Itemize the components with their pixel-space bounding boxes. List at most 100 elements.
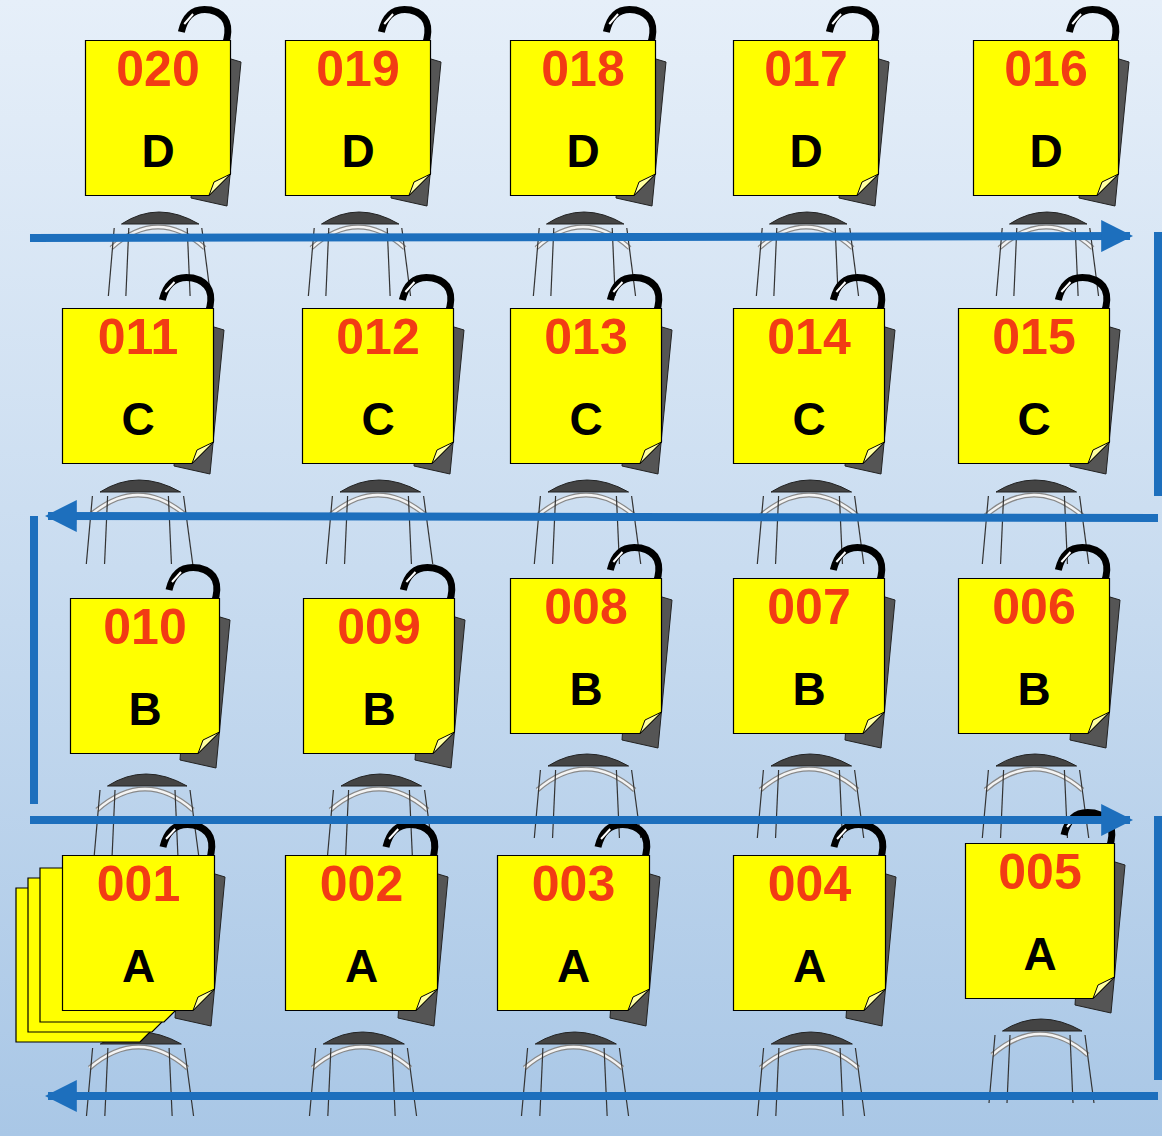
seat-number: 012 — [302, 312, 454, 362]
note-fold — [1088, 712, 1110, 734]
sticky-note: 001A — [62, 855, 215, 1011]
note-fold — [640, 712, 662, 734]
note-fold — [634, 174, 656, 196]
flow-arrow — [48, 516, 1158, 518]
seat-number: 017 — [733, 44, 879, 94]
note-fold — [1093, 977, 1115, 999]
note-body — [734, 856, 886, 1011]
sticky-note: 017D — [733, 40, 879, 196]
seat-number: 011 — [62, 312, 214, 362]
row-letter: B — [958, 666, 1110, 712]
sticky-note: 008B — [510, 578, 662, 734]
sticky-note: 014C — [733, 308, 885, 464]
seat-number: 018 — [510, 44, 656, 94]
row-letter: D — [285, 128, 431, 174]
note-body — [734, 41, 879, 196]
note-body — [974, 41, 1119, 196]
row-letter: D — [733, 128, 879, 174]
sticky-note: 016D — [973, 40, 1119, 196]
row-letter: D — [510, 128, 656, 174]
seat-number: 013 — [510, 312, 662, 362]
note-body — [959, 579, 1110, 734]
row-letter: A — [285, 943, 438, 989]
seat-number: 002 — [285, 859, 438, 909]
sticky-note: 002A — [285, 855, 438, 1011]
row-letter: A — [497, 943, 650, 989]
seat-number: 015 — [958, 312, 1110, 362]
note-body — [63, 309, 214, 464]
row-letter: B — [510, 666, 662, 712]
sticky-note: 013C — [510, 308, 662, 464]
note-fold — [864, 989, 886, 1011]
note-body — [966, 844, 1115, 999]
sticky-note: 009B — [303, 598, 455, 754]
flow-arrow — [30, 236, 1130, 238]
flow-line — [1154, 232, 1162, 496]
row-letter: C — [958, 396, 1110, 442]
seat-number: 016 — [973, 44, 1119, 94]
seat-number: 001 — [62, 859, 215, 909]
sticky-note: 005A — [965, 843, 1115, 999]
row-letter: A — [965, 931, 1115, 977]
note-body — [86, 41, 231, 196]
note-body — [498, 856, 650, 1011]
row-letter: B — [70, 686, 220, 732]
note-body — [71, 599, 220, 754]
row-letter: D — [85, 128, 231, 174]
sticky-note: 012C — [302, 308, 454, 464]
seat-number: 010 — [70, 602, 220, 652]
row-letter: C — [302, 396, 454, 442]
note-fold — [1088, 442, 1110, 464]
note-body — [734, 309, 885, 464]
note-body — [734, 579, 885, 734]
row-letter: B — [303, 686, 455, 732]
note-fold — [863, 712, 885, 734]
note-body — [304, 599, 455, 754]
seat-number: 005 — [965, 847, 1115, 897]
seat-number: 006 — [958, 582, 1110, 632]
note-fold — [1097, 174, 1119, 196]
note-fold — [193, 989, 215, 1011]
row-letter: C — [733, 396, 885, 442]
seat-number: 020 — [85, 44, 231, 94]
seat-number: 019 — [285, 44, 431, 94]
note-fold — [192, 442, 214, 464]
row-letter: C — [62, 396, 214, 442]
note-body — [511, 41, 656, 196]
seat-number: 003 — [497, 859, 650, 909]
sticky-note: 020D — [85, 40, 231, 196]
note-fold — [198, 732, 220, 754]
note-body — [286, 41, 431, 196]
row-letter: B — [733, 666, 885, 712]
sticky-note: 003A — [497, 855, 650, 1011]
row-letter: C — [510, 396, 662, 442]
sticky-note: 006B — [958, 578, 1110, 734]
sticky-note: 007B — [733, 578, 885, 734]
note-fold — [863, 442, 885, 464]
sticky-note: 018D — [510, 40, 656, 196]
row-letter: D — [973, 128, 1119, 174]
note-fold — [432, 442, 454, 464]
sticky-note: 015C — [958, 308, 1110, 464]
note-fold — [628, 989, 650, 1011]
row-letter: A — [62, 943, 215, 989]
note-body — [511, 309, 662, 464]
note-body — [63, 856, 215, 1011]
sticky-note: 004A — [733, 855, 886, 1011]
seat-number: 009 — [303, 602, 455, 652]
note-fold — [433, 732, 455, 754]
flow-arrow — [48, 1092, 1158, 1100]
note-body — [959, 309, 1110, 464]
sticky-note: 019D — [285, 40, 431, 196]
sticky-note: 011C — [62, 308, 214, 464]
note-body — [303, 309, 454, 464]
seat-number: 008 — [510, 582, 662, 632]
note-body — [286, 856, 438, 1011]
flow-line — [1154, 816, 1162, 1080]
flow-arrow — [30, 816, 1130, 824]
seat-number: 007 — [733, 582, 885, 632]
row-letter: A — [733, 943, 886, 989]
note-fold — [416, 989, 438, 1011]
flow-line — [30, 516, 38, 804]
sticky-note: 010B — [70, 598, 220, 754]
